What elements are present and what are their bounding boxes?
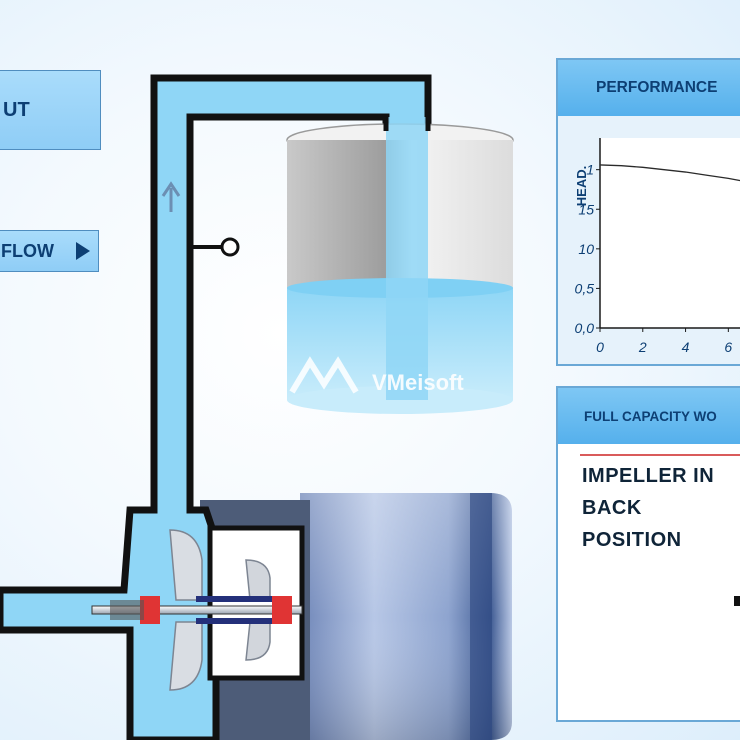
pressure-gauge-tap (190, 239, 238, 255)
y-tick-label: 10 (578, 241, 594, 257)
output-button[interactable]: UT (0, 70, 101, 150)
full-capacity-panel: FULL CAPACITY WO IMPELLER IN BACK POSITI… (556, 386, 740, 722)
watermark-text: VMeisoft (372, 370, 464, 395)
status-line-1: IMPELLER IN (582, 460, 714, 492)
status-message: IMPELLER IN BACK POSITION (582, 460, 714, 556)
x-tick-label: 6 (724, 339, 732, 355)
y-tick-label: 0,0 (575, 320, 595, 336)
plot-background (600, 138, 740, 328)
x-tick-label: 4 (682, 339, 690, 355)
cursor-marker (734, 596, 740, 606)
play-icon (76, 242, 90, 260)
output-button-label: UT (3, 99, 30, 122)
flow-button-label: FLOW (1, 241, 54, 262)
red-divider (580, 454, 740, 456)
full-capacity-body: IMPELLER IN BACK POSITION (558, 446, 740, 720)
performance-title: PERFORMANCE (558, 60, 740, 116)
x-tick-label: 2 (638, 339, 647, 355)
x-tick-label: 0 (596, 339, 604, 355)
y-tick-label: 15 (578, 201, 594, 217)
performance-chart-area: HEAD.0,00,5101510246 (558, 116, 740, 364)
y-tick-label: 0,5 (575, 280, 595, 296)
y-tick-label: 1 (586, 162, 594, 178)
flow-button[interactable]: FLOW (0, 230, 99, 272)
performance-chart: HEAD.0,00,5101510246 (558, 116, 740, 364)
full-capacity-title: FULL CAPACITY WO (558, 388, 740, 444)
water-tank: VMeisoft (287, 78, 513, 414)
status-line-3: POSITION (582, 524, 714, 556)
status-line-2: BACK (582, 492, 714, 524)
performance-panel: PERFORMANCE HEAD.0,00,5101510246 (556, 58, 740, 366)
